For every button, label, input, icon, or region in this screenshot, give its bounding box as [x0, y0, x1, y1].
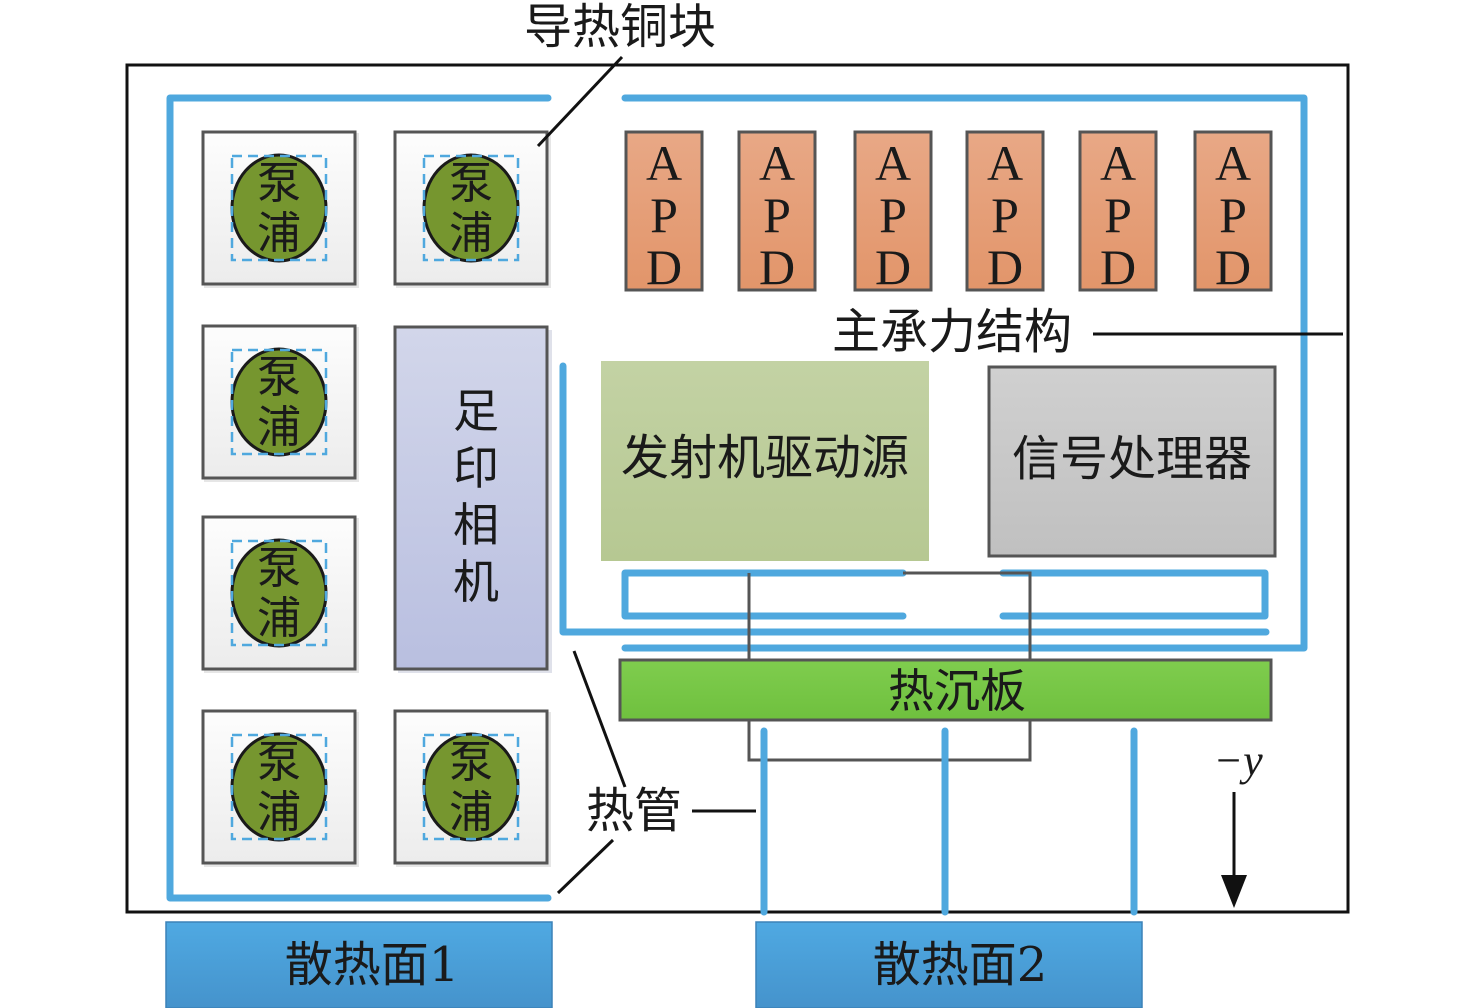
pump-label: 泵 [257, 543, 301, 594]
pump-label: 泵 [257, 737, 301, 788]
apd-letter: P [991, 187, 1019, 243]
heat-pipe-right-loop [621, 94, 1308, 652]
pump-dashed-outline [422, 733, 520, 841]
footprint-camera: 足 印 相 机 [393, 325, 552, 673]
pump-dashed-outline [422, 154, 520, 262]
apd-letter: D [875, 239, 911, 295]
label-copper-block: 导热铜块 [524, 0, 716, 55]
radiator-2: 散热面2 [755, 921, 1143, 1008]
pump-label: 浦 [449, 787, 493, 838]
transmitter-driver: 发射机驱动源 [601, 361, 929, 561]
heat-sink-plate-label: 热沉板 [888, 664, 1026, 718]
axis-minus-y: −y [1213, 736, 1263, 908]
pump-module: 泵浦 [201, 515, 359, 673]
footprint-camera-char: 相 [453, 498, 499, 552]
pump-dashed-outline [230, 154, 328, 262]
apd-letter: P [879, 187, 907, 243]
apd-module: APD [965, 130, 1045, 295]
pump-label: 浦 [257, 402, 301, 453]
pump-label: 浦 [257, 787, 301, 838]
footprint-camera-char: 机 [453, 555, 499, 609]
heat-pipe-inner-loop [559, 362, 1270, 636]
pump-module: 泵浦 [393, 709, 551, 867]
apd-letter: D [1215, 239, 1251, 295]
heat-pipe-left-loop [166, 94, 552, 902]
apd-letter: D [759, 239, 795, 295]
heat-pipe-right-u [999, 569, 1269, 620]
pump-label: 泵 [257, 352, 301, 403]
axis-label: −y [1213, 736, 1263, 785]
pump-label: 泵 [449, 737, 493, 788]
leader-copper-block [536, 55, 624, 148]
leader-heat-pipe-upper [572, 650, 627, 788]
pump-module: 泵浦 [393, 130, 551, 288]
label-main-structure: 主承力结构 [832, 304, 1072, 360]
apd-module: APD [853, 130, 933, 295]
apd-module: APD [624, 130, 704, 295]
heat-pipe-left-u [621, 569, 907, 620]
pump-dashed-outline [230, 733, 328, 841]
apd-letter: P [650, 187, 678, 243]
footprint-camera-char: 印 [453, 441, 499, 495]
footprint-camera-char: 足 [453, 384, 499, 438]
radiator-1: 散热面1 [165, 921, 553, 1008]
apd-module: APD [1078, 130, 1158, 295]
apd-module: APD [737, 130, 817, 295]
apd-letter: P [1219, 187, 1247, 243]
apd-letter: D [1100, 239, 1136, 295]
apd-letter: A [1215, 135, 1251, 191]
pump-label: 浦 [449, 208, 493, 259]
radiator-2-label: 散热面2 [873, 937, 1048, 993]
outer-frame [125, 63, 1350, 914]
transmitter-driver-label: 发射机驱动源 [621, 430, 909, 486]
arrow-down-icon [1221, 875, 1247, 908]
pump-label: 泵 [257, 158, 301, 209]
signal-processor-label: 信号处理器 [1012, 431, 1252, 487]
pump-module: 泵浦 [201, 324, 359, 482]
apd-letter: D [987, 239, 1023, 295]
apd-letter: A [646, 135, 682, 191]
pump-dashed-outline [230, 539, 328, 647]
apd-letter: P [763, 187, 791, 243]
signal-processor: 信号处理器 [987, 365, 1277, 558]
radiator-1-label: 散热面1 [285, 937, 460, 993]
apd-letter: A [1100, 135, 1136, 191]
apd-letter: A [759, 135, 795, 191]
pump-label: 浦 [257, 593, 301, 644]
apd-letter: A [987, 135, 1023, 191]
apd-letter: D [646, 239, 682, 295]
pump-label: 泵 [449, 158, 493, 209]
leader-heat-pipe-lower [556, 838, 615, 895]
pump-dashed-outline [230, 348, 328, 456]
label-heat-pipe: 热管 [586, 783, 682, 839]
apd-module: APD [1193, 130, 1273, 295]
pump-module: 泵浦 [201, 709, 359, 867]
heat-sink-plate: 热沉板 [618, 658, 1273, 722]
pump-label: 浦 [257, 208, 301, 259]
pump-module: 泵浦 [201, 130, 359, 288]
apd-letter: A [875, 135, 911, 191]
apd-letter: P [1104, 187, 1132, 243]
